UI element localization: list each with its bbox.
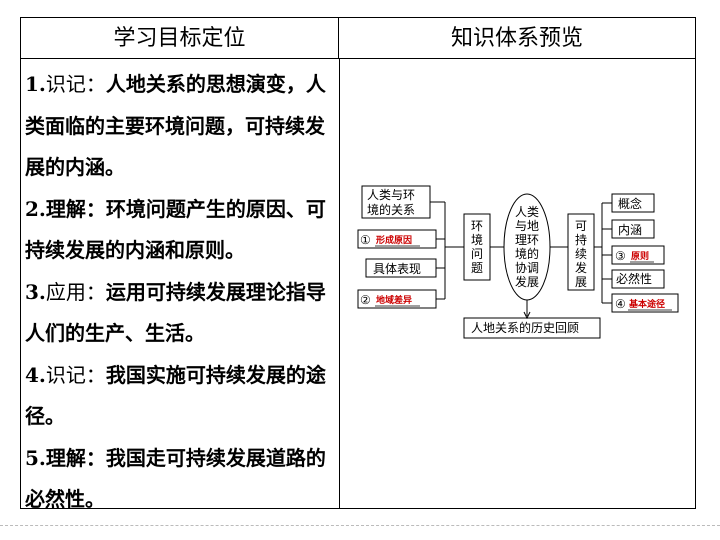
env-char-3: 问 [471, 247, 483, 261]
goals-list: 1.识记：人地关系的思想演变，人类面临的主要环境问题，可持续发展的内涵。 2.理… [25, 64, 337, 521]
goal-item-4: 4.识记：我国实施可持续发展的途径。 [25, 362, 326, 429]
env-char-4: 题 [471, 261, 483, 275]
answer-regional-difference: 地域差异 [376, 294, 412, 306]
label-connotation: 内涵 [618, 223, 642, 237]
sd-char-5: 展 [575, 275, 587, 289]
label-manifestation: 具体表现 [373, 262, 421, 276]
connectors [430, 201, 612, 320]
label-basic-ways-num: ④ [615, 297, 626, 311]
oval-line-4: 境的 [515, 246, 539, 261]
answer-principles: 原则 [631, 250, 649, 262]
sd-char-4: 发 [575, 260, 587, 275]
env-char-2: 境 [471, 232, 483, 247]
header-learning-goals: 学习目标定位 [21, 18, 339, 59]
label-regional-num: ② [360, 293, 371, 307]
label-human-env-1: 人类与环 [367, 188, 415, 202]
goal-item-5: 5.理解：我国走可持续发展道路的必然性。 [25, 445, 326, 512]
answer-basic-ways: 基本途径 [628, 298, 665, 310]
oval-line-3: 理环 [515, 233, 539, 247]
box-sustainable-development [567, 213, 595, 291]
column-divider [339, 59, 340, 508]
knowledge-diagram: 人类与环 境的关系 ① 具体表现 ② 人地关系的历史回顾 概念 内涵 ③ 必然性… [357, 185, 679, 339]
box-environment-problem [463, 213, 491, 281]
goal-item-2: 2.理解：环境问题产生的原因、可持续发展的内涵和原则。 [25, 196, 326, 263]
answer-causes: 形成原因 [376, 234, 412, 246]
label-human-env-2: 境的关系 [367, 202, 415, 217]
slide-bottom-divider [0, 525, 720, 526]
label-inevitability: 必然性 [616, 271, 652, 286]
header-knowledge-preview: 知识体系预览 [339, 18, 695, 59]
env-char-1: 环 [471, 219, 483, 233]
box-human-env-relation [361, 185, 431, 219]
answer-underlines [375, 245, 672, 311]
sd-char-3: 续 [575, 247, 587, 261]
label-principles-num: ③ [615, 249, 626, 263]
oval-line-1: 人类 [515, 205, 539, 219]
oval-line-2: 与地 [515, 219, 539, 233]
label-concept: 概念 [618, 196, 642, 211]
label-causes-num: ① [360, 233, 371, 247]
content-table: 学习目标定位 知识体系预览 1.识记：人地关系的思想演变，人类面临的主要环境问题… [20, 17, 696, 511]
label-history-review: 人地关系的历史回顾 [471, 320, 579, 335]
goal-item-1: 1.识记：人地关系的思想演变，人类面临的主要环境问题，可持续发展的内涵。 [25, 72, 326, 179]
oval-line-5: 协调 [515, 260, 539, 275]
goal-item-3: 3.应用：运用可持续发展理论指导人们的生产、生活。 [25, 279, 326, 346]
oval-line-6: 发展 [515, 274, 539, 289]
sd-char-2: 持 [575, 232, 587, 247]
box-history-review [463, 317, 601, 339]
sd-char-1: 可 [575, 219, 587, 233]
